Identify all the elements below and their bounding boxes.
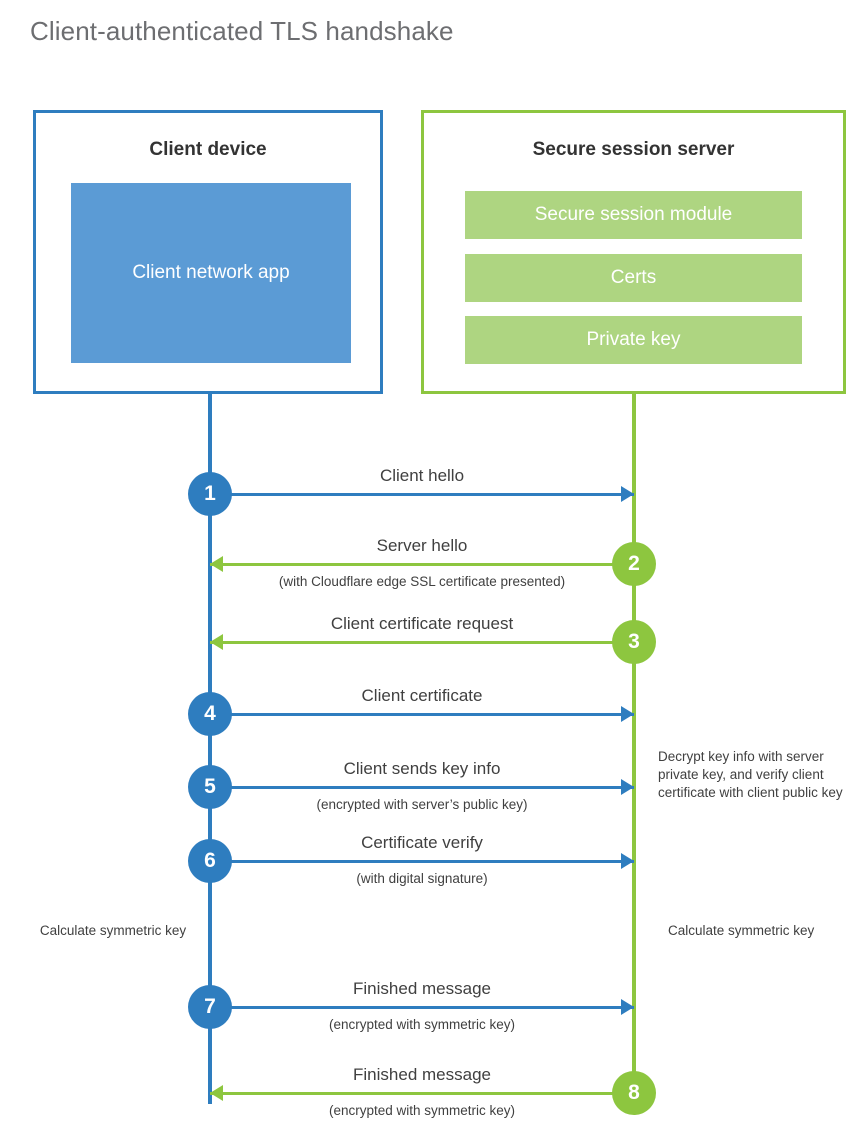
step-1-arrow-line [210,493,634,496]
step-6-label: Certificate verify [361,833,483,852]
step-5-sub-label: (encrypted with server’s public key) [316,797,528,812]
step-6-sub-label: (with digital signature) [356,871,488,886]
step-3-arrow-line [210,641,634,644]
step-4-arrow-line [210,713,634,716]
client-network-app-block: Client network app [71,183,351,363]
step-2-arrow-line [210,563,634,566]
step-1-arrow-head [621,486,634,502]
step-4-arrow-head [621,706,634,722]
step-3-label: Client certificate request [330,614,514,633]
step-1-label: Client hello [379,466,465,485]
server-component-certs: Certs [465,254,802,302]
step-2-arrow-head [210,556,223,572]
step-5-arrow-head [621,779,634,795]
step-number-badge-1[interactable]: 1 [188,472,232,516]
step-number-badge-8[interactable]: 8 [612,1071,656,1115]
step-number-badge-4[interactable]: 4 [188,692,232,736]
step-7-sub-label: (encrypted with symmetric key) [328,1017,516,1032]
server-component-secure-session-module: Secure session module [465,191,802,239]
client-calculate-symmetric-key-note: Calculate symmetric key [39,923,187,938]
step-7-label: Finished message [353,979,491,998]
step-7-arrow-head [621,999,634,1015]
step-number-badge-5[interactable]: 5 [188,765,232,809]
step-2-label: Server hello [376,536,468,555]
step-8-arrow-line [210,1092,634,1095]
server-decrypt-note: Decrypt key info with server private key… [658,749,843,801]
step-6-arrow-line [210,860,634,863]
server-component-private-key: Private key [465,316,802,364]
step-8-arrow-head [210,1085,223,1101]
server-calculate-symmetric-key-note: Calculate symmetric key [668,923,815,938]
step-7-arrow-line [210,1006,634,1009]
client-device-title: Client device [149,139,267,160]
step-number-badge-3[interactable]: 3 [612,620,656,664]
secure-session-server-box: Secure session server Secure session mod… [421,110,846,394]
step-5-arrow-line [210,786,634,789]
step-2-sub-label: (with Cloudflare edge SSL certificate pr… [278,574,566,589]
client-lifeline [208,392,212,1104]
step-number-badge-2[interactable]: 2 [612,542,656,586]
server-lifeline [632,392,636,1092]
step-number-badge-7[interactable]: 7 [188,985,232,1029]
step-6-arrow-head [621,853,634,869]
step-8-label: Finished message [353,1065,491,1084]
step-8-sub-label: (encrypted with symmetric key) [328,1103,516,1118]
page-title: Client-authenticated TLS handshake [30,16,454,46]
secure-session-server-title: Secure session server [532,139,735,160]
client-device-box: Client device Client network app [33,110,383,394]
step-4-label: Client certificate [361,686,483,705]
step-number-badge-6[interactable]: 6 [188,839,232,883]
step-3-arrow-head [210,634,223,650]
step-5-label: Client sends key info [343,759,501,778]
